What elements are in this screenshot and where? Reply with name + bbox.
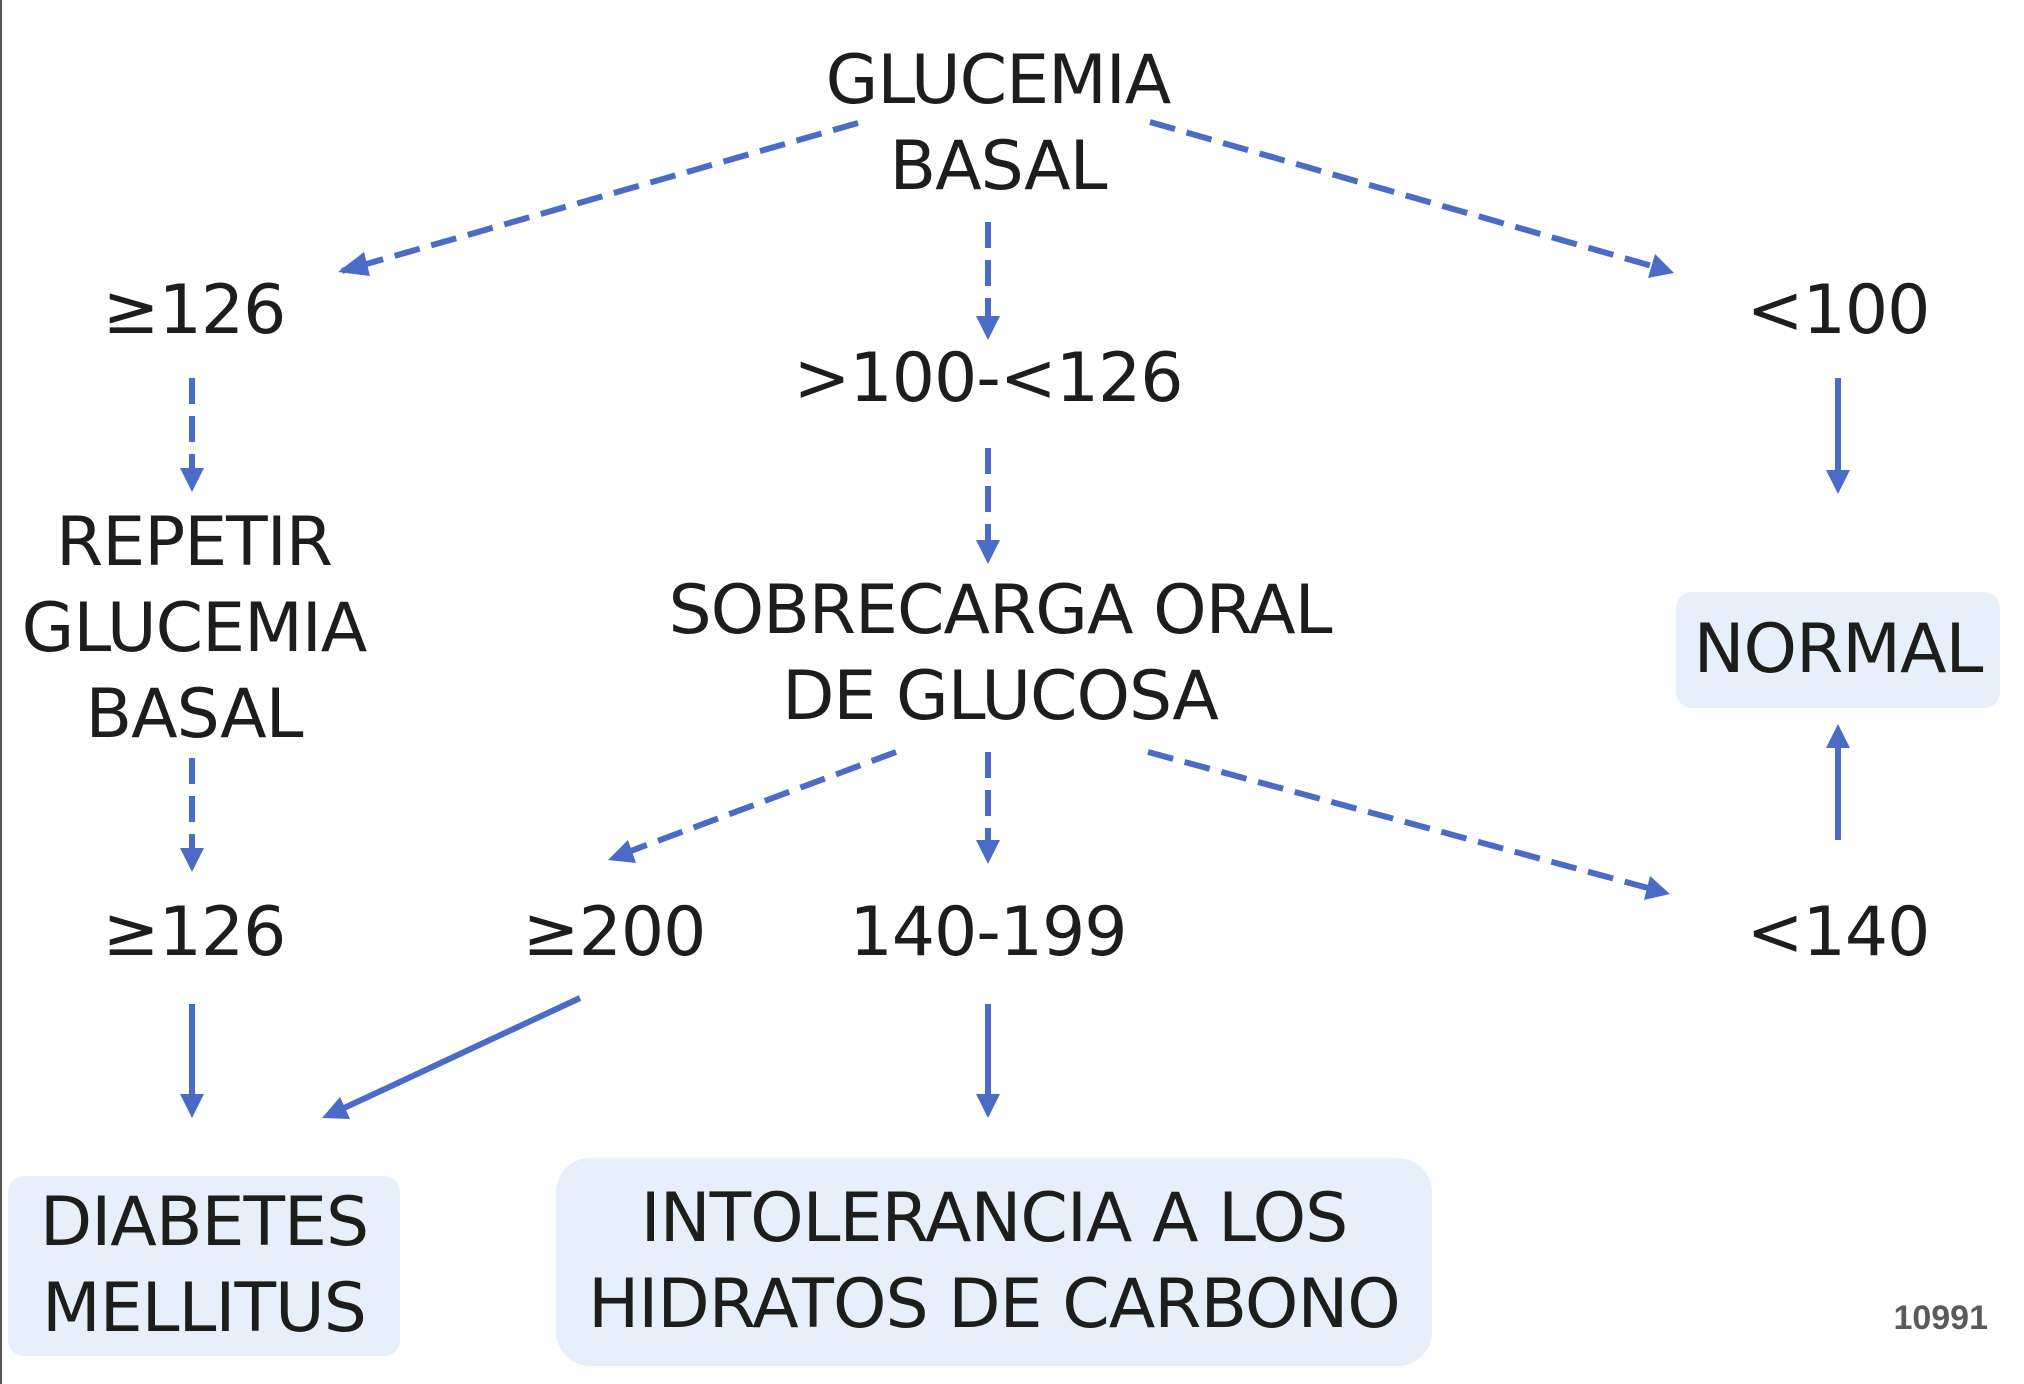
node-lt140: <140: [1746, 893, 1931, 972]
node-100-126: >100-<126: [793, 339, 1183, 418]
arrowhead-lt140-to-normal: [1826, 724, 1850, 748]
arrowhead-repeat-to-ge126: [180, 848, 204, 872]
node-ge126-first: ≥126: [102, 271, 287, 350]
arrow-ogtt-to-lt140: [1147, 749, 1649, 891]
node-intolerancia: INTOLERANCIA A LOS HIDRATOS DE CARBONO: [556, 1158, 1432, 1366]
arrowhead-root-to-midrange: [976, 316, 1000, 340]
arrow-root-to-ge126: [341, 120, 859, 274]
left-border: [0, 0, 2, 1384]
arrowhead-root-to-ge126: [338, 252, 370, 276]
figure-id: 10991: [1893, 1299, 1988, 1337]
node-diabetes-mellitus: DIABETES MELLITUS: [8, 1176, 400, 1356]
arrowhead-midrange-to-ogtt: [976, 540, 1000, 564]
arrowhead-ge126-to-diabetes: [180, 1094, 204, 1118]
arrowhead-140199-to-intolerance: [976, 1094, 1000, 1118]
arrowhead-root-to-lt100: [1648, 254, 1674, 278]
node-lt100: <100: [1746, 271, 1931, 350]
arrowhead-lt100-to-normal: [1826, 470, 1850, 494]
node-140-199: 140-199: [849, 893, 1127, 972]
node-glucemia-basal: GLUCEMIA BASAL: [825, 41, 1172, 206]
node-ge200: ≥200: [522, 893, 707, 972]
arrow-ogtt-to-ge200: [626, 749, 898, 855]
arrowhead-ogtt-to-lt140: [1644, 876, 1670, 900]
arrowhead-ge200-to-diabetes: [322, 1097, 350, 1119]
arrow-root-to-lt100: [1149, 119, 1653, 269]
arrowhead-ge126-to-repeat: [180, 468, 204, 492]
node-sobrecarga-oral: SOBRECARGA ORAL DE GLUCOSA: [668, 571, 1332, 736]
arrowhead-ogtt-to-ge200: [608, 840, 636, 863]
node-ge126-second: ≥126: [102, 893, 287, 972]
arrow-ge200-to-diabetes: [342, 995, 582, 1111]
node-normal: NORMAL: [1676, 592, 2000, 708]
arrowhead-ogtt-to-140199: [976, 840, 1000, 864]
node-repetir-glucemia-basal: REPETIR GLUCEMIA BASAL: [21, 503, 368, 754]
